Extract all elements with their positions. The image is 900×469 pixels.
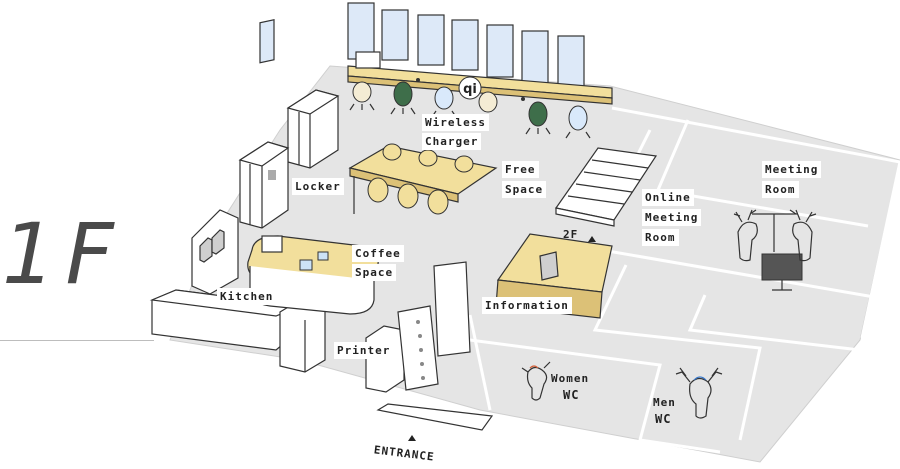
label-charger: Charger bbox=[422, 133, 482, 150]
wireless-charger-icon: qi bbox=[458, 76, 482, 100]
counter-chairs bbox=[349, 78, 591, 139]
stag-icon bbox=[675, 367, 723, 419]
label-stairs-2f: 2F bbox=[563, 228, 579, 241]
meeting-room-display bbox=[761, 253, 803, 291]
label-space: Space bbox=[502, 181, 547, 198]
lockers bbox=[238, 89, 340, 229]
label-men: Men bbox=[653, 396, 676, 409]
label-meeting-room: Room bbox=[762, 181, 799, 198]
label-women: Women bbox=[551, 372, 590, 385]
interior-door bbox=[433, 261, 471, 357]
stairs-up-arrow-icon bbox=[588, 236, 596, 242]
label-men-wc: WC bbox=[655, 412, 672, 426]
entrance-step bbox=[376, 403, 494, 431]
floor-divider bbox=[0, 340, 154, 341]
label-online: Online bbox=[642, 189, 694, 206]
label-locker: Locker bbox=[292, 178, 344, 195]
doe-icon bbox=[521, 361, 551, 401]
label-printer: Printer bbox=[334, 342, 394, 359]
stairs bbox=[554, 147, 658, 227]
label-kitchen: Kitchen bbox=[217, 288, 277, 305]
back-windows bbox=[259, 2, 585, 89]
label-online-room: Room bbox=[642, 229, 679, 246]
label-coffee-space: Space bbox=[352, 264, 397, 281]
label-online-meeting: Meeting bbox=[642, 209, 702, 226]
deer-pair-icon bbox=[733, 209, 817, 262]
charger-icon-text: qi bbox=[463, 82, 477, 97]
label-free: Free bbox=[502, 161, 539, 178]
label-wireless: Wireless bbox=[422, 114, 489, 131]
label-information: Information bbox=[482, 297, 572, 314]
entrance-up-arrow-icon bbox=[408, 435, 416, 441]
label-meeting: Meeting bbox=[762, 161, 822, 178]
free-space-table bbox=[348, 143, 498, 215]
label-coffee: Coffee bbox=[352, 245, 404, 262]
label-women-wc: WC bbox=[563, 388, 580, 402]
floor-label: 1F bbox=[2, 205, 124, 303]
coffee-island bbox=[247, 235, 379, 315]
